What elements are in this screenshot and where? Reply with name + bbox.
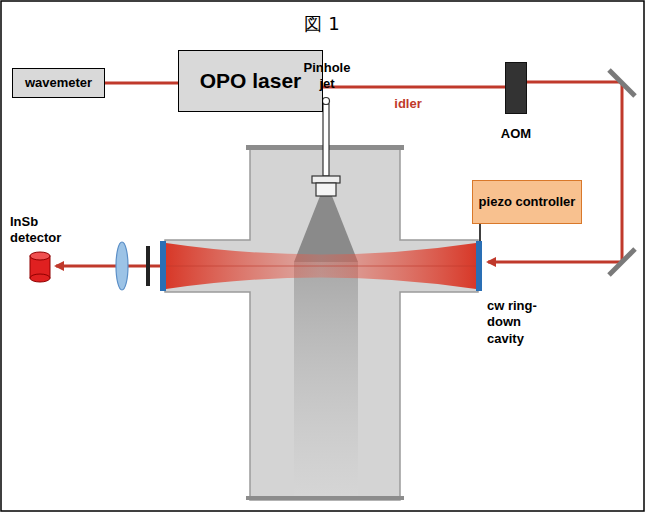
- laser-box: OPO laser: [178, 50, 323, 112]
- figure-title: 図 1: [222, 13, 422, 36]
- node-label: AOM: [501, 127, 531, 142]
- gas-tube: [323, 104, 329, 176]
- vacuum-chamber: [165, 148, 478, 500]
- tube-end: [323, 98, 330, 105]
- controller-box: piezo controller: [472, 180, 582, 224]
- instrument-box: wavemeter: [12, 68, 105, 98]
- cavity-mirror: [160, 241, 166, 291]
- node-content: AOM: [506, 63, 526, 113]
- node-content: piezo controller: [473, 181, 581, 223]
- chamber-flange: [246, 496, 404, 500]
- steering-mirror: [609, 70, 635, 96]
- laser-beam: [105, 82, 178, 85]
- laser-beam: [621, 82, 624, 262]
- node-label: OPO laser: [196, 69, 306, 93]
- beam-axis: [166, 266, 476, 267]
- node-label: piezo controller: [475, 195, 580, 210]
- aom-block: AOM: [505, 62, 527, 114]
- node-label: wavemeter: [21, 76, 96, 91]
- jet-plume: [294, 262, 358, 496]
- detector-top: [30, 252, 50, 260]
- laser-beam: [488, 261, 622, 264]
- cavity-mirror: [476, 241, 482, 291]
- nozzle-body: [316, 183, 336, 196]
- part-label: Pinhole jet: [296, 60, 358, 93]
- part-label: cw ring-down cavity: [487, 298, 559, 347]
- part-label: InSb detector: [10, 214, 72, 247]
- laser-beam: [323, 86, 505, 89]
- iris: [146, 246, 150, 286]
- beam-label: idler: [394, 96, 421, 112]
- exit-beam: [56, 265, 160, 268]
- laser-beam: [527, 81, 622, 84]
- piezo-wire: [479, 224, 481, 241]
- steering-mirror: [609, 249, 635, 275]
- nozzle-cap: [312, 176, 340, 183]
- node-content: wavemeter: [13, 69, 104, 97]
- detector-bottom: [30, 274, 50, 282]
- jet-cone: [294, 196, 358, 262]
- cavity-beam: [166, 243, 476, 289]
- lens: [116, 242, 128, 290]
- node-content: OPO laser: [179, 51, 322, 111]
